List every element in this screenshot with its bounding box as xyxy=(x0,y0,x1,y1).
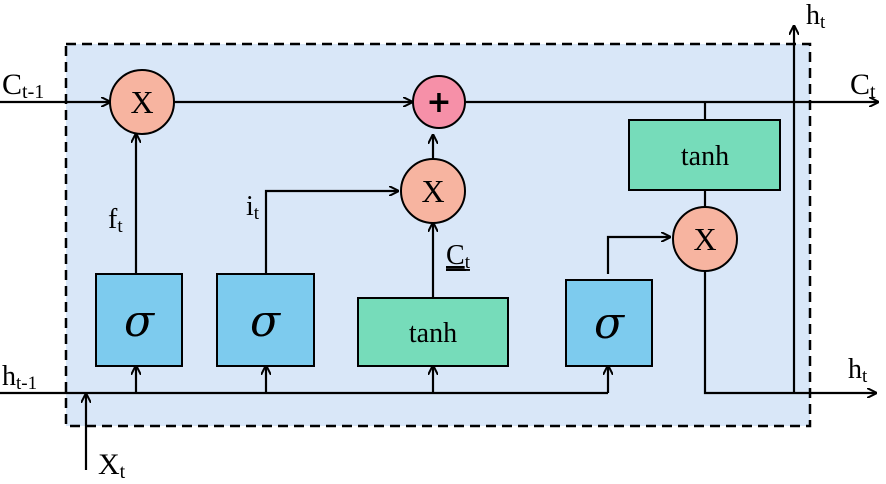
output-gate-sigma-symbol: σ xyxy=(594,298,626,349)
forget-multiply-symbol: X xyxy=(130,84,153,120)
cell-state-add: + xyxy=(412,75,466,129)
input-gate-sigma-symbol: σ xyxy=(250,296,282,347)
output-multiply-symbol: X xyxy=(693,221,716,257)
forget-gate-sigma: σ xyxy=(95,273,183,367)
label-c-next: Ct xyxy=(850,68,876,103)
label-x-in: Xt xyxy=(98,448,126,483)
label-forget: ft xyxy=(108,204,123,237)
output-tanh-label: tanh xyxy=(681,141,729,172)
label-input: it xyxy=(246,191,260,224)
candidate-tanh-label: tanh xyxy=(409,318,457,349)
label-h-prev: ht-1 xyxy=(2,361,37,394)
wires xyxy=(0,26,878,470)
label-candidate: Ct xyxy=(446,240,471,273)
label-c-prev: Ct-1 xyxy=(2,68,44,103)
forget-gate-sigma-symbol: σ xyxy=(124,296,156,347)
input-multiply-symbol: X xyxy=(421,173,444,209)
label-h-out-top: ht xyxy=(806,0,826,33)
cell-state-add-symbol: + xyxy=(426,85,451,120)
output-tanh: tanh xyxy=(628,119,781,191)
input-gate-sigma: σ xyxy=(216,273,315,367)
output-gate-sigma: σ xyxy=(565,279,653,367)
output-multiply: X xyxy=(672,206,738,272)
input-multiply: X xyxy=(400,158,466,224)
forget-multiply: X xyxy=(109,69,175,135)
candidate-tanh: tanh xyxy=(357,297,509,367)
label-h-out-right: ht xyxy=(848,354,868,387)
